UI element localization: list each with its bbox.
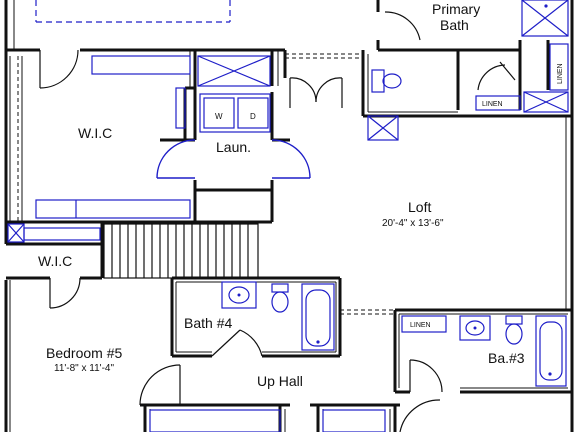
primary-bath-label-line1: Primary <box>432 1 480 17</box>
attic-outline <box>35 0 231 23</box>
loft-dimensions: 20'-4" x 13'-6" <box>382 218 444 229</box>
inner-wall-lines <box>9 0 568 432</box>
wic-small-label: W.I.C <box>38 253 72 269</box>
bedroom5-label: Bedroom #5 <box>46 345 122 361</box>
bath4-label: Bath #4 <box>184 315 232 331</box>
fixture-dots <box>237 4 552 376</box>
wic-main-label: W.I.C <box>78 125 112 141</box>
fixtures <box>7 0 569 432</box>
laundry-door-swings <box>156 139 311 179</box>
bedroom5-dimensions: 11'-8" x 11'-4" <box>54 363 114 374</box>
staircase <box>103 223 259 279</box>
laundry-label: Laun. <box>216 139 251 155</box>
washer-label: W <box>215 112 223 121</box>
loft-label: Loft <box>408 199 431 215</box>
linen-vertical-label: LINEN <box>557 63 564 84</box>
dashed-lines <box>17 53 395 315</box>
linen-primary-label: LINEN <box>482 101 503 108</box>
ba3-label: Ba.#3 <box>488 350 525 366</box>
up-hall-label: Up Hall <box>257 373 303 389</box>
linen-ba3-label: LINEN <box>410 322 431 329</box>
door-swings <box>39 11 516 432</box>
dryer-label: D <box>250 112 256 121</box>
primary-bath-label-line2: Bath <box>440 17 469 33</box>
